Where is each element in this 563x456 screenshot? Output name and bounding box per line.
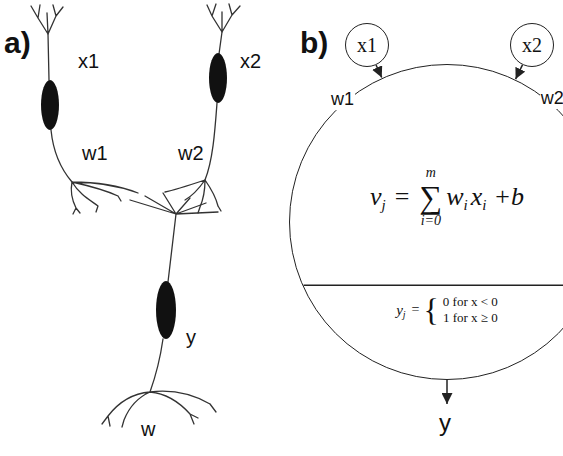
weight-label: w1 — [330, 90, 355, 110]
formula-symbol: j — [403, 309, 406, 320]
formula-symbol: = — [395, 182, 410, 212]
neuron-node: vj=m∑i=0wixi+byj={0 for x < 01 for x ≥ 0 — [289, 64, 563, 381]
input-symbol: x1 — [357, 34, 377, 56]
divider-line — [303, 284, 563, 286]
input-symbol: x2 — [522, 34, 542, 56]
formula-symbol: y — [396, 301, 403, 319]
input-label: x1 — [78, 50, 99, 72]
panel-letter: a) — [4, 26, 31, 59]
dendrites — [207, 4, 240, 32]
formula-stack: m∑i=0 — [415, 166, 446, 228]
cell-body — [209, 53, 227, 103]
panel-letter: b) — [300, 26, 328, 59]
weight-arrow — [376, 65, 382, 78]
weight-label: w2 — [178, 142, 204, 164]
weight-label: w — [141, 418, 155, 440]
cell-body — [41, 80, 59, 130]
axon-terminals — [102, 391, 216, 427]
formula-symbol: j — [382, 197, 386, 214]
formula-stack: 0 for x < 01 for x ≥ 0 — [443, 294, 498, 326]
axon — [48, 34, 49, 80]
weight-label: w1 — [82, 142, 108, 164]
output-label: y — [186, 326, 196, 348]
formula-symbol: = — [412, 302, 420, 318]
axon — [168, 214, 176, 282]
dendrites — [130, 193, 218, 214]
axon — [219, 32, 222, 54]
formula-symbol: x — [471, 182, 483, 212]
formula-symbol: m — [426, 166, 436, 180]
dendrites — [31, 5, 63, 34]
formula-symbol: i — [464, 197, 468, 214]
output-label: y — [439, 410, 451, 436]
weight-label: w2 — [540, 89, 563, 109]
axon — [150, 339, 163, 392]
axon-terminals — [71, 182, 138, 214]
input-node: x1 — [345, 23, 389, 67]
cell-body — [156, 281, 176, 339]
weight-arrow — [516, 65, 523, 79]
axon — [51, 130, 72, 182]
formula-symbol: { — [423, 293, 438, 327]
formula-symbol: ∑ — [419, 180, 442, 214]
formula-symbol: i=0 — [421, 214, 441, 228]
formula-symbol: 1 for x ≥ 0 — [443, 310, 498, 326]
formula-symbol: 0 for x < 0 — [443, 294, 498, 310]
formula-symbol: +b — [493, 182, 524, 212]
axon — [205, 103, 217, 180]
formula-row: yj ={0 for x < 01 for x ≥ 0 — [290, 293, 563, 327]
formula-row: vj=m∑i=0wixi+b — [290, 166, 563, 228]
input-node: x2 — [510, 23, 554, 67]
input-label: x2 — [240, 50, 261, 72]
formula-symbol: i — [482, 197, 486, 214]
formula-symbol: v — [370, 182, 382, 212]
formula-symbol: w — [446, 182, 463, 212]
